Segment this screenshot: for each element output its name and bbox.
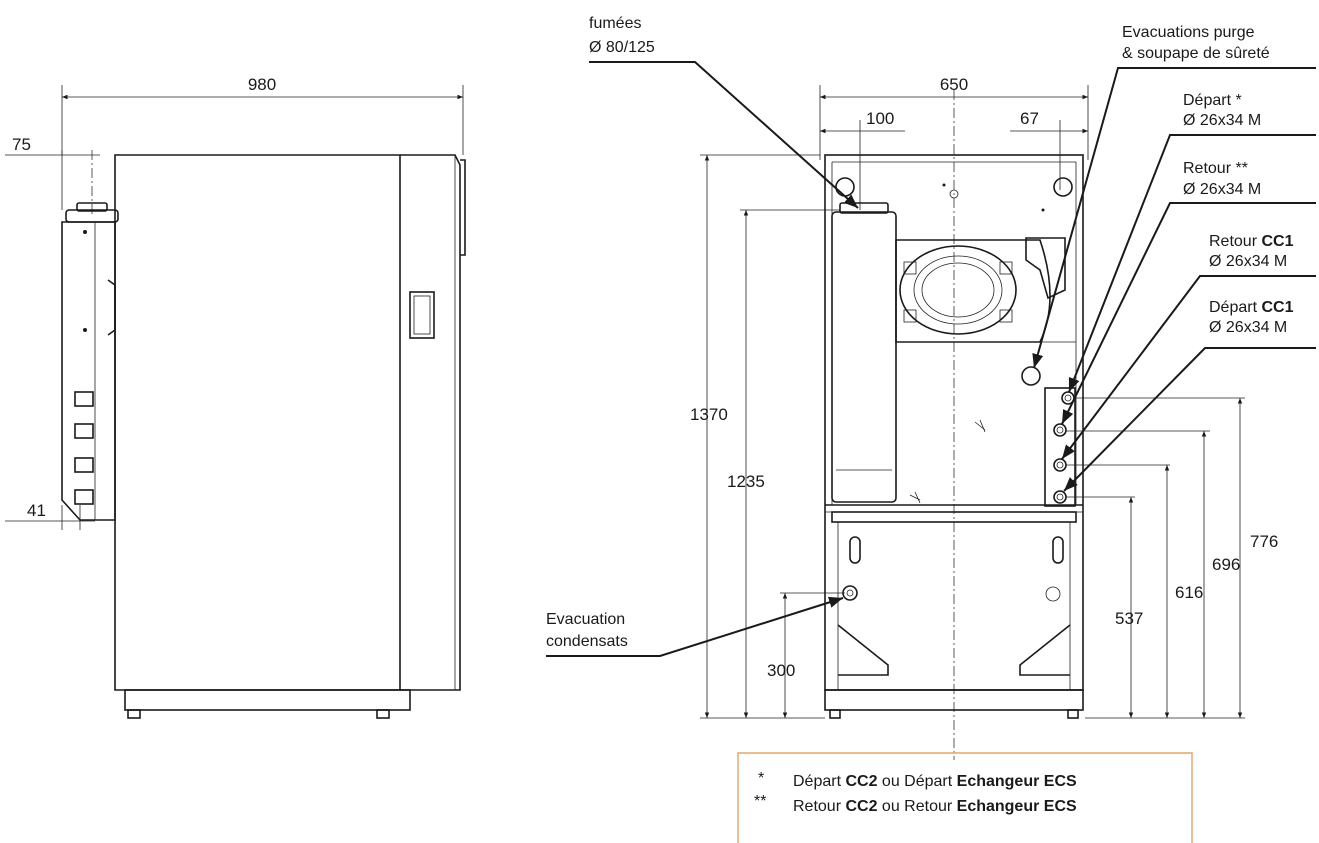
- front-internals: [831, 202, 1076, 601]
- callout-condensate: Evacuation condensats: [546, 596, 844, 657]
- dim-front-width-label: 650: [940, 75, 968, 94]
- callout-condensate-line1: Evacuation: [546, 611, 625, 628]
- dim-front-condensate-label: 300: [767, 661, 795, 680]
- callout-flue-line1: fumées: [589, 15, 641, 32]
- dim-616-label: 616: [1175, 583, 1203, 602]
- dim-side-top-label: 75: [12, 135, 31, 154]
- dim-side-bottom-offset: 41: [5, 501, 95, 530]
- dim-front-height-total: 1370: [690, 154, 825, 719]
- side-casing: [114, 154, 466, 719]
- dim-side-width-label: 980: [248, 75, 276, 94]
- dim-front-flue-offset: 100: [820, 109, 905, 210]
- dim-side-bottom-label: 41: [27, 501, 46, 520]
- callout-return-line2: Ø 26x34 M: [1183, 181, 1261, 198]
- front-view: 650 100 67 1370 1235: [690, 75, 1278, 760]
- callout-condensate-line2: condensats: [546, 633, 628, 650]
- callout-flow-line2: Ø 26x34 M: [1183, 112, 1261, 129]
- callout-flue: fumées Ø 80/125: [589, 15, 859, 209]
- callout-return-cc1-line1: Retour CC1: [1209, 233, 1294, 250]
- dim-side-top-offset: 75: [5, 135, 100, 215]
- dim-front-condensate-height: 300: [767, 592, 845, 718]
- side-rear-assembly: [61, 202, 119, 521]
- callout-flow-cc1: Départ CC1 Ø 26x34 M: [1063, 299, 1316, 492]
- legend-row1-text: Départ CC2 ou Départ Echangeur ECS: [793, 773, 1077, 790]
- dim-front-height-label: 1370: [690, 405, 728, 424]
- callout-return-cc1: Retour CC1 Ø 26x34 M: [1061, 233, 1316, 460]
- callout-return: Retour ** Ø 26x34 M: [1061, 160, 1316, 425]
- dim-front-flue-label: 100: [866, 109, 894, 128]
- dim-front-flue-height-label: 1235: [727, 472, 765, 491]
- callout-return-cc1-line2: Ø 26x34 M: [1209, 253, 1287, 270]
- legend-box: * Départ CC2 ou Départ Echangeur ECS ** …: [737, 752, 1193, 843]
- dim-front-flue-height: 1235: [727, 209, 840, 718]
- legend-row2-mark: **: [754, 793, 766, 810]
- callout-drains: Evacuations purge & soupape de sûreté: [1032, 24, 1316, 369]
- callout-return-line1: Retour **: [1183, 160, 1248, 177]
- callout-flow: Départ * Ø 26x34 M: [1068, 92, 1316, 393]
- side-view: 980 75 41: [5, 75, 466, 719]
- dim-pipe-heights: 776 696 616 537: [1066, 397, 1278, 719]
- dim-776-label: 776: [1250, 532, 1278, 551]
- callout-flow-cc1-line2: Ø 26x34 M: [1209, 319, 1287, 336]
- dim-side-width: 980: [61, 75, 464, 155]
- callout-flow-cc1-line1: Départ CC1: [1209, 299, 1294, 316]
- dim-front-outlet-label: 67: [1020, 109, 1039, 128]
- dim-696-label: 696: [1212, 555, 1240, 574]
- callout-drains-line2: & soupape de sûreté: [1122, 45, 1270, 62]
- legend-row1-mark: *: [758, 770, 764, 787]
- callout-flow-line1: Départ *: [1183, 92, 1242, 109]
- callout-flue-line2: Ø 80/125: [589, 39, 655, 56]
- legend-row2-text: Retour CC2 ou Retour Echangeur ECS: [793, 798, 1077, 815]
- dim-537-label: 537: [1115, 609, 1143, 628]
- callout-drains-line1: Evacuations purge: [1122, 24, 1255, 41]
